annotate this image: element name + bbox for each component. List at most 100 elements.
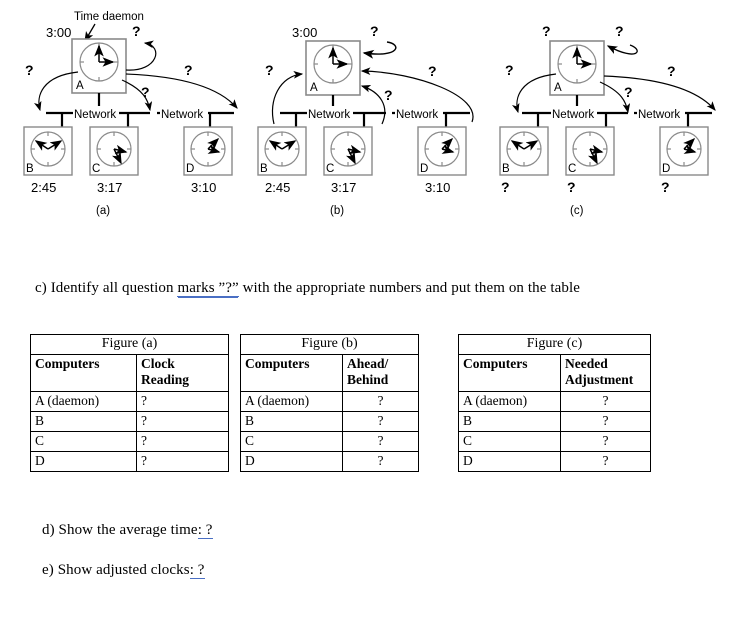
table-row: D ? bbox=[30, 451, 229, 472]
table-a-row2-computer: C bbox=[30, 431, 137, 452]
node-time-b-C: 3:17 bbox=[331, 180, 356, 195]
question-c-highlight: marks ”?” bbox=[177, 280, 239, 297]
question-mark-c-4: ? bbox=[667, 63, 676, 79]
network-label-c-2: Network bbox=[638, 109, 680, 121]
question-c-prefix: c) Identify all question bbox=[35, 280, 178, 296]
table-b-row1-value[interactable]: ? bbox=[341, 411, 420, 432]
table-a-row0-value[interactable]: ? bbox=[136, 391, 229, 412]
table-caption-row: Figure (c) bbox=[458, 334, 651, 355]
table-b-row0-value[interactable]: ? bbox=[341, 391, 420, 412]
question-mark-a-3: ? bbox=[141, 84, 150, 100]
figure-b-diagram: 3:00 ? ? ? ? A Network bbox=[257, 23, 474, 217]
table-caption-row: Figure (b) bbox=[239, 334, 420, 355]
question-mark-b-2: ? bbox=[265, 62, 274, 78]
table-row: D ? bbox=[458, 451, 651, 472]
question-mark-a-4: ? bbox=[184, 62, 193, 78]
node-time-b-B: 2:45 bbox=[265, 180, 290, 195]
table-b-row2-computer: C bbox=[240, 431, 343, 452]
table-a-header-value: Clock Reading bbox=[136, 354, 229, 392]
table-c-row3-computer: D bbox=[458, 451, 561, 472]
table-b-row3-computer: D bbox=[240, 451, 343, 472]
network-label-b-1: Network bbox=[308, 109, 350, 121]
node-time-c-C: ? bbox=[567, 179, 576, 195]
question-d-prefix: d) Show the average time bbox=[42, 522, 198, 538]
figure-c: ? ? ? ? ? A Network bbox=[492, 0, 740, 250]
question-e-line: e) Show adjusted clocks: ? bbox=[42, 562, 205, 579]
node-label-b-B: B bbox=[260, 163, 268, 175]
table-c-row1-computer: B bbox=[458, 411, 561, 432]
node-time-c-D: ? bbox=[661, 179, 670, 195]
table-c-caption: Figure (c) bbox=[458, 334, 651, 355]
table-a-row2-value[interactable]: ? bbox=[136, 431, 229, 452]
box-label-a-A: A bbox=[76, 80, 84, 92]
node-label-c-D: D bbox=[662, 163, 670, 175]
table-row: C ? bbox=[240, 431, 420, 452]
tables-row: Figure (a) Computers Clock Reading A (da… bbox=[0, 334, 742, 474]
node-box-a-B bbox=[23, 126, 73, 176]
question-mark-b-4: ? bbox=[428, 63, 437, 79]
table-a-caption: Figure (a) bbox=[30, 334, 229, 355]
table-row: A (daemon) ? bbox=[240, 391, 420, 412]
node-time-c-B: ? bbox=[501, 179, 510, 195]
table-row: B ? bbox=[30, 411, 229, 432]
table-row: A (daemon) ? bbox=[30, 391, 229, 412]
table-row: C ? bbox=[30, 431, 229, 452]
daemon-time-label-b: 3:00 bbox=[292, 25, 317, 40]
question-mark-c-2: ? bbox=[505, 62, 514, 78]
figure-caption-a: (a) bbox=[96, 205, 110, 217]
question-mark-b-3: ? bbox=[384, 87, 393, 103]
table-header-row: Computers Ahead/ Behind bbox=[240, 354, 420, 392]
node-time-a-D: 3:10 bbox=[191, 180, 216, 195]
table-row: A (daemon) ? bbox=[458, 391, 651, 412]
table-b-header-computers: Computers bbox=[240, 354, 343, 392]
table-figure-c: Figure (c) Computers Needed Adjustment A… bbox=[458, 334, 651, 472]
table-c-row1-value[interactable]: ? bbox=[560, 411, 651, 432]
box-label-c-A: A bbox=[554, 82, 562, 94]
box-label-b-A: A bbox=[310, 82, 318, 94]
figure-a-diagram: Time daemon 3:00 ? ? ? ? A bbox=[23, 11, 238, 217]
network-label-a-1: Network bbox=[74, 109, 116, 121]
node-label-c-C: C bbox=[568, 163, 576, 175]
table-header-row: Computers Needed Adjustment bbox=[458, 354, 651, 392]
table-figure-b: Figure (b) Computers Ahead/ Behind A (da… bbox=[239, 334, 420, 472]
figure-a: Time daemon 3:00 ? ? ? ? A bbox=[18, 0, 266, 250]
question-mark-b-1: ? bbox=[370, 23, 379, 39]
question-e-answer-blank[interactable]: : ? bbox=[189, 562, 205, 579]
table-row: D ? bbox=[240, 451, 420, 472]
node-label-a-B: B bbox=[26, 163, 34, 175]
figure-b: 3:00 ? ? ? ? A Network bbox=[256, 0, 504, 250]
node-label-b-C: C bbox=[326, 163, 334, 175]
question-mark-c-3: ? bbox=[624, 84, 633, 100]
table-c-header-value: Needed Adjustment bbox=[560, 354, 651, 392]
node-box-a-C bbox=[89, 126, 139, 176]
question-e-prefix: e) Show adjusted clocks bbox=[42, 562, 190, 578]
node-time-a-B: 2:45 bbox=[31, 180, 56, 195]
figures-row: Time daemon 3:00 ? ? ? ? A bbox=[0, 0, 742, 250]
time-daemon-label: Time daemon bbox=[74, 11, 144, 23]
table-c-row3-value[interactable]: ? bbox=[560, 451, 651, 472]
table-b-row2-value[interactable]: ? bbox=[341, 431, 420, 452]
question-d-answer-blank[interactable]: : ? bbox=[197, 522, 213, 539]
table-a-row1-computer: B bbox=[30, 411, 137, 432]
table-caption-row: Figure (a) bbox=[30, 334, 229, 355]
question-c-suffix: with the appropriate numbers and put the… bbox=[238, 280, 580, 296]
network-label-c-1: Network bbox=[552, 109, 594, 121]
table-b-row1-computer: B bbox=[240, 411, 343, 432]
table-b-row0-computer: A (daemon) bbox=[240, 391, 343, 412]
table-a-row1-value[interactable]: ? bbox=[136, 411, 229, 432]
table-a-row3-value[interactable]: ? bbox=[136, 451, 229, 472]
table-row: B ? bbox=[458, 411, 651, 432]
table-c-row2-value[interactable]: ? bbox=[560, 431, 651, 452]
table-b-header-value: Ahead/ Behind bbox=[341, 354, 420, 392]
table-a-header-computers: Computers bbox=[30, 354, 137, 392]
node-label-b-D: D bbox=[420, 163, 428, 175]
table-b-row3-value[interactable]: ? bbox=[341, 451, 420, 472]
table-row: B ? bbox=[240, 411, 420, 432]
table-a-row0-computer: A (daemon) bbox=[30, 391, 137, 412]
table-a-row3-computer: D bbox=[30, 451, 137, 472]
table-row: C ? bbox=[458, 431, 651, 452]
question-mark-a-2: ? bbox=[25, 62, 34, 78]
table-header-row: Computers Clock Reading bbox=[30, 354, 229, 392]
table-c-header-computers: Computers bbox=[458, 354, 561, 392]
table-c-row0-value[interactable]: ? bbox=[560, 391, 651, 412]
